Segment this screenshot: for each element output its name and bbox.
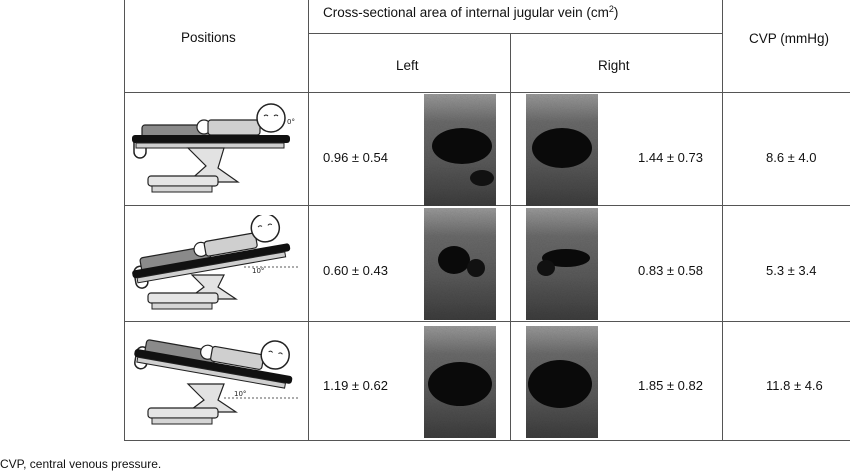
position-illustration-head-down-tilt: 10° xyxy=(134,339,298,425)
right-csa-value: 1.44 ± 0.73 xyxy=(638,150,703,165)
header-cvp: CVP (mmHg) xyxy=(749,31,830,46)
column-divider xyxy=(510,33,511,441)
ultrasound-image-left xyxy=(424,94,496,206)
ultrasound-image-right xyxy=(526,94,598,206)
tilt-angle-label: 10° xyxy=(234,390,246,398)
left-csa-value: 0.96 ± 0.54 xyxy=(323,150,388,165)
table-bottom-border xyxy=(124,440,850,441)
header-left: Left xyxy=(396,58,419,73)
ultrasound-image-right xyxy=(526,326,598,438)
right-csa-value: 0.83 ± 0.58 xyxy=(638,263,703,278)
column-divider xyxy=(722,0,723,441)
table-footnote: CVP, central venous pressure. xyxy=(0,457,162,471)
header-positions: Positions xyxy=(181,30,236,45)
ultrasound-image-left xyxy=(424,326,496,438)
tilt-angle-label: 0° xyxy=(287,118,295,126)
row-divider xyxy=(124,92,850,93)
cvp-value: 8.6 ± 4.0 xyxy=(766,150,817,165)
header-csa-superscript: 2 xyxy=(608,4,614,14)
left-csa-value: 0.60 ± 0.43 xyxy=(323,263,388,278)
header-csa-title-close: ) xyxy=(613,5,619,20)
ultrasound-image-right xyxy=(526,208,598,320)
cvp-value: 5.3 ± 3.4 xyxy=(766,263,817,278)
header-csa-title-text: Cross-sectional area of internal jugular… xyxy=(323,5,609,20)
row-divider xyxy=(124,321,850,322)
position-illustration-supine: 0° xyxy=(132,103,295,193)
right-csa-value: 1.85 ± 0.82 xyxy=(638,378,703,393)
position-illustration-head-up-tilt: 10° xyxy=(132,215,298,310)
header-divider xyxy=(308,33,722,34)
tilt-angle-label: 10° xyxy=(252,267,264,275)
cvp-value: 11.8 ± 4.6 xyxy=(766,378,823,393)
ultrasound-image-left xyxy=(424,208,496,320)
header-right: Right xyxy=(598,58,630,73)
table-left-border xyxy=(124,0,125,441)
header-csa-title: Cross-sectional area of internal jugular… xyxy=(323,5,618,21)
left-csa-value: 1.19 ± 0.62 xyxy=(323,378,388,393)
column-divider xyxy=(308,0,309,441)
